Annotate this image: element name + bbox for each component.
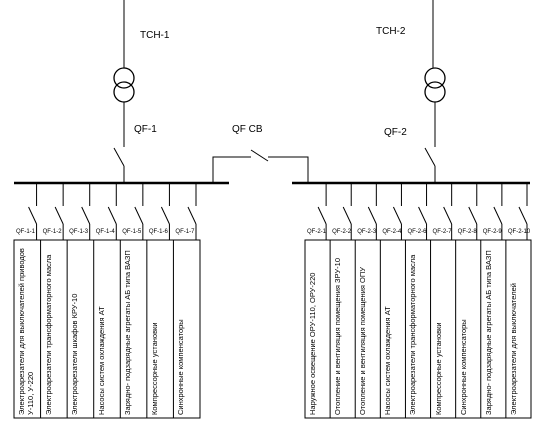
transformer-tsn2 xyxy=(424,67,446,103)
feeder-switch xyxy=(392,206,402,225)
load-label: Электроарезатели трансформаторного масла xyxy=(408,254,418,415)
sectional-breaker-label: QF СВ xyxy=(232,124,263,135)
feeder-switch xyxy=(28,206,38,225)
feeder-switch xyxy=(317,206,327,225)
feeder-label: QF-2-3 xyxy=(357,229,377,235)
load-label: Отопление и вентиляция помещения ОПУ xyxy=(358,266,368,415)
qf2-label: QF-2 xyxy=(384,127,407,138)
feeder-switch xyxy=(518,206,528,225)
sectional-breaker xyxy=(212,149,309,183)
load-box-section-2 xyxy=(304,239,532,419)
feeders-section-2 xyxy=(317,184,528,240)
feeder-switch xyxy=(443,206,453,225)
load-label: Зарядно- подзарядные агрегаты АБ типа ВА… xyxy=(483,250,493,415)
feeder-switch xyxy=(54,206,64,225)
feeder-switch xyxy=(134,206,144,225)
load-dividers-section-2 xyxy=(329,240,507,418)
feeder-label: QF-2-2 xyxy=(332,229,352,235)
tsn1-label: ТСН-1 xyxy=(140,30,170,41)
feeder-switch xyxy=(160,206,170,225)
feeder-switch xyxy=(468,206,478,225)
qf1-switch xyxy=(113,147,125,167)
feeder-label: QF-2-7 xyxy=(432,229,452,235)
feeder-switch xyxy=(493,206,503,225)
feeder-switch xyxy=(81,206,91,225)
load-label: Синхронные компенсаторы xyxy=(458,319,468,415)
feeder-switch xyxy=(187,206,197,225)
feeder-label: QF-1-2 xyxy=(42,229,62,235)
load-label: Электроарезатели шкафов КРУ-10 xyxy=(70,293,80,415)
feeder-label: QF-1-4 xyxy=(95,229,115,235)
feeder-label: QF-2-6 xyxy=(407,229,427,235)
transformer-tsn1 xyxy=(113,67,135,103)
qf1-label: QF-1 xyxy=(134,124,157,135)
load-label: Насосы систем охлаждения АТ xyxy=(383,306,393,415)
feeder-switch xyxy=(418,206,428,225)
feeder-label: QF-2-1 xyxy=(307,229,327,235)
load-label: Компрессорные установки xyxy=(149,322,159,415)
load-label: Отопление и вентиляция помещения ЗРУ-10 xyxy=(333,258,343,415)
feeder-label: QF-1-3 xyxy=(69,229,89,235)
feeder-switch xyxy=(107,206,117,225)
feeder-label: QF-2-4 xyxy=(382,229,402,235)
feeders-section-1 xyxy=(28,184,197,240)
feeder-switch xyxy=(342,206,352,225)
load-dividers-section-1 xyxy=(40,240,174,418)
load-label: Компрессорные установки xyxy=(433,322,443,415)
feeder-label: QF-1-1 xyxy=(16,229,36,235)
feeder-label: QF-1-5 xyxy=(122,229,142,235)
load-label: Синхронные компенсаторы xyxy=(176,319,186,415)
load-label: Электроарезатели для выключателей привод… xyxy=(17,248,35,415)
qf2-switch xyxy=(424,147,436,167)
tsn2-label: ТСН-2 xyxy=(376,26,406,37)
feeder-label: QF-2-10 xyxy=(507,229,531,235)
load-label: Насосы систем охлаждения АТ xyxy=(96,306,106,415)
load-label: Наружное освещение ОРУ-110, ОРУ-220 xyxy=(308,272,317,415)
load-label: Зарядно- подзарядные агрегаты АБ типа ВА… xyxy=(123,250,133,415)
feeder-label: QF-1-6 xyxy=(148,229,168,235)
load-label: Электроарезатели трансформаторного масла xyxy=(43,254,53,415)
feeder-label: QF-2-9 xyxy=(482,229,502,235)
feeder-label: QF-1-7 xyxy=(175,229,195,235)
load-box-section-1 xyxy=(13,239,201,419)
feeder-label: QF-2-8 xyxy=(457,229,477,235)
load-label: Электроарезатели для выключателей xyxy=(508,283,518,415)
feeder-switch xyxy=(367,206,377,225)
